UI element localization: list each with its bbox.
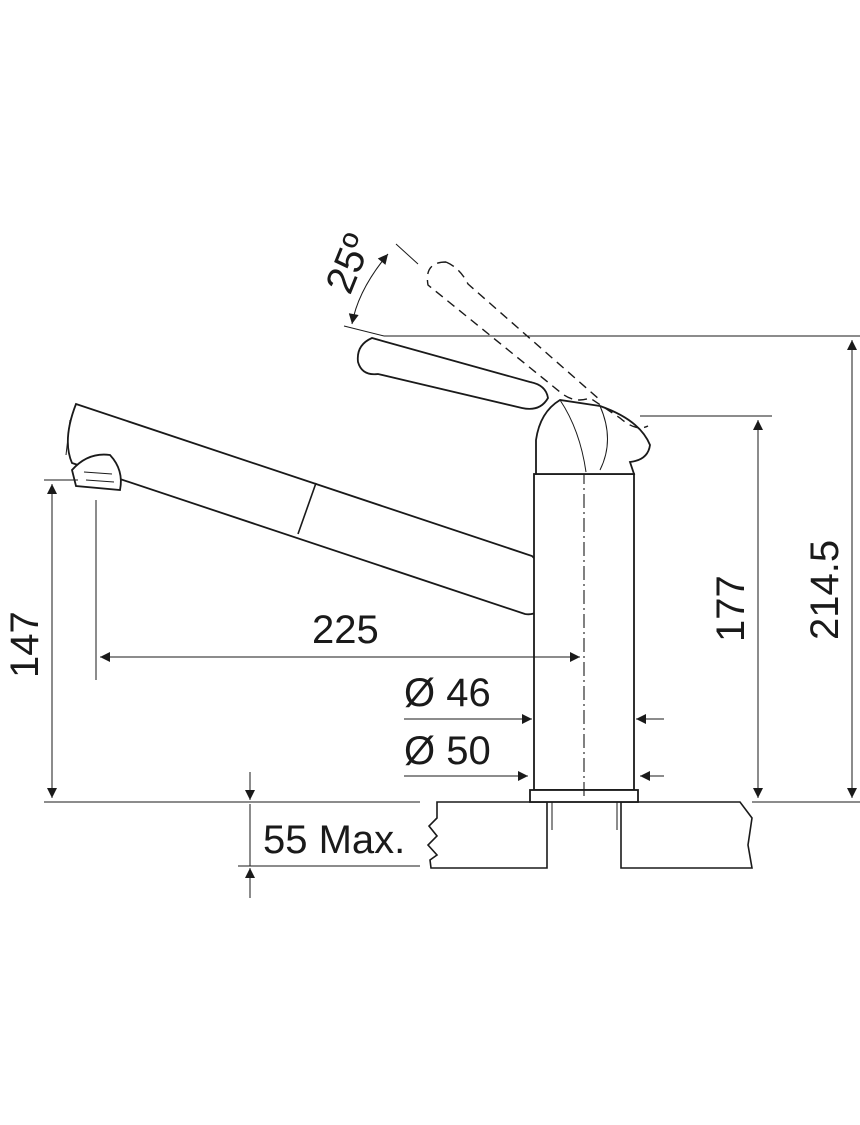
- extension-lines: [44, 243, 860, 867]
- label-body-height: 177: [709, 575, 753, 642]
- lever-open-dashed: [426, 261, 649, 429]
- lever-housing: [535, 399, 651, 475]
- countertop-left-block: [426, 801, 548, 869]
- spout-joint: [297, 482, 317, 535]
- dimension-labels: 25º 147 225 177 214.5 Ø 46 Ø 50 55 Max.: [3, 228, 847, 862]
- dimension-lines: [47, 253, 857, 898]
- label-diameter-50: Ø 50: [404, 729, 491, 773]
- faucet: [65, 261, 651, 803]
- label-total-height: 214.5: [803, 540, 847, 640]
- label-lever-angle: 25º: [318, 228, 381, 300]
- countertop-right-block: [620, 801, 753, 869]
- label-max-thickness: 55 Max.: [263, 818, 405, 862]
- label-diameter-46: Ø 46: [404, 671, 491, 715]
- label-spout-reach: 225: [312, 608, 379, 652]
- label-spout-height: 147: [3, 611, 47, 678]
- countertop: [426, 801, 753, 869]
- lever-closed: [356, 337, 549, 410]
